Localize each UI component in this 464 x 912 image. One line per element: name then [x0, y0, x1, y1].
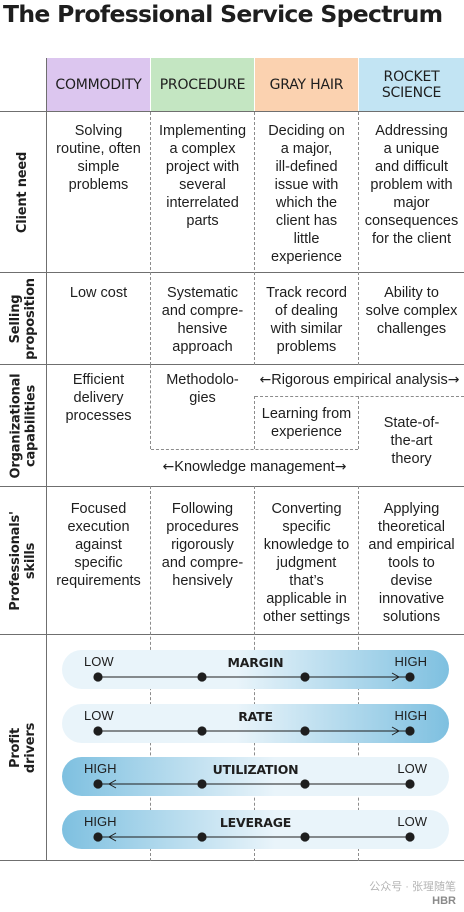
column-divider — [358, 112, 359, 365]
driver-right-label: LOW — [397, 761, 427, 776]
profit-driver-margin: LOW MARGIN HIGH — [62, 650, 449, 689]
cell-skills-commodity: Focused execution against specific requi… — [56, 501, 141, 589]
driver-name: UTILIZATION — [212, 762, 299, 777]
arrow-left-icon: ← — [259, 372, 272, 388]
cell-org-capabilities-learning: Learning from experience — [261, 406, 352, 440]
cell-org-capabilities-commodity: Efficient delivery processes — [65, 372, 132, 424]
arrow-left-icon: ← — [162, 459, 175, 475]
divider — [0, 486, 464, 487]
column-divider — [358, 396, 359, 449]
brand-logo: HBR — [432, 895, 456, 907]
page-title: The Professional Service Spectrum — [3, 0, 443, 28]
column-header-procedure: PROCEDURE — [151, 58, 254, 111]
driver-right-label: LOW — [397, 814, 427, 829]
driver-name: RATE — [238, 709, 273, 724]
divider — [0, 272, 464, 273]
driver-left-label: LOW — [84, 654, 114, 669]
divider — [0, 860, 464, 861]
row-label-organizational-capabilities: Organizational capabilities — [8, 373, 39, 478]
column-header-label: COMMODITY — [55, 76, 142, 93]
driver-right-label: HIGH — [394, 654, 428, 669]
driver-left-label: LOW — [84, 708, 114, 723]
rigorous-empirical-analysis-span: ←Rigorous empirical analysis→ — [255, 371, 464, 389]
cell-skills-gray-hair: Converting specific knowledge to judgmen… — [262, 501, 351, 625]
span-label: Rigorous empirical analysis — [271, 372, 448, 388]
column-divider — [254, 396, 255, 449]
profit-driver-leverage: HIGH LEVERAGE LOW — [62, 810, 449, 849]
column-divider — [150, 365, 151, 449]
profit-driver-rate: LOW RATE HIGH — [62, 704, 449, 743]
row-label-profit-drivers: Profit drivers — [8, 722, 38, 773]
driver-right-label: HIGH — [394, 708, 428, 723]
column-header-label: ROCKET SCIENCE — [381, 68, 442, 101]
row-label-client-need: Client need — [15, 151, 31, 233]
column-header-gray-hair: GRAY HAIR — [255, 58, 358, 111]
profit-driver-utilization: HIGH UTILIZATION LOW — [62, 757, 449, 796]
column-divider — [254, 112, 255, 365]
row-divider — [255, 396, 464, 397]
cell-selling-proposition-gray-hair: Track record of dealing with similar pro… — [266, 285, 347, 355]
column-header-rocket-science: ROCKET SCIENCE — [359, 58, 464, 111]
column-header-label: GRAY HAIR — [269, 76, 344, 93]
driver-name: LEVERAGE — [219, 815, 292, 830]
cell-client-need-rocket-science: Addressing a unique and difficult proble… — [364, 123, 459, 247]
cell-selling-proposition-procedure: Systematic and compre- hensive approach — [161, 285, 244, 355]
row-label-selling-proposition: Selling proposition — [8, 277, 38, 360]
span-label: Knowledge management — [174, 459, 335, 475]
column-header-label: PROCEDURE — [159, 76, 246, 93]
driver-left-label: HIGH — [84, 814, 117, 829]
row-label-professionals-skills: Professionals' skills — [8, 510, 39, 611]
cell-client-need-commodity: Solving routine, often simple problems — [56, 123, 141, 193]
cell-client-need-procedure: Implementing a complex project with seve… — [158, 123, 247, 229]
cell-org-capabilities-procedure: Methodolo- gies — [166, 372, 239, 406]
column-header-commodity: COMMODITY — [47, 58, 150, 111]
divider — [0, 634, 464, 635]
column-divider — [150, 112, 151, 365]
watermark: 公众号 · 张瑆随笔 — [369, 881, 456, 893]
knowledge-management-span: ←Knowledge management→ — [151, 458, 358, 476]
cell-skills-rocket-science: Applying theoretical and empirical tools… — [368, 501, 455, 625]
footer: 公众号 · 张瑆随笔 HBR — [369, 880, 456, 908]
row-divider — [151, 449, 358, 450]
driver-name: MARGIN — [227, 655, 284, 670]
arrow-right-icon: → — [334, 459, 347, 475]
divider — [0, 364, 464, 365]
cell-skills-procedure: Following procedures rigorously and comp… — [161, 501, 244, 589]
cell-client-need-gray-hair: Deciding on a major, ill-defined issue w… — [268, 123, 345, 265]
arrow-right-icon: → — [447, 372, 460, 388]
divider — [46, 58, 47, 861]
divider — [0, 111, 464, 112]
cell-selling-proposition-commodity: Low cost — [69, 285, 128, 301]
driver-left-label: HIGH — [84, 761, 117, 776]
cell-org-capabilities-state-of-the-art: State-of- the-art theory — [383, 415, 440, 467]
cell-selling-proposition-rocket-science: Ability to solve complex challenges — [365, 285, 458, 337]
